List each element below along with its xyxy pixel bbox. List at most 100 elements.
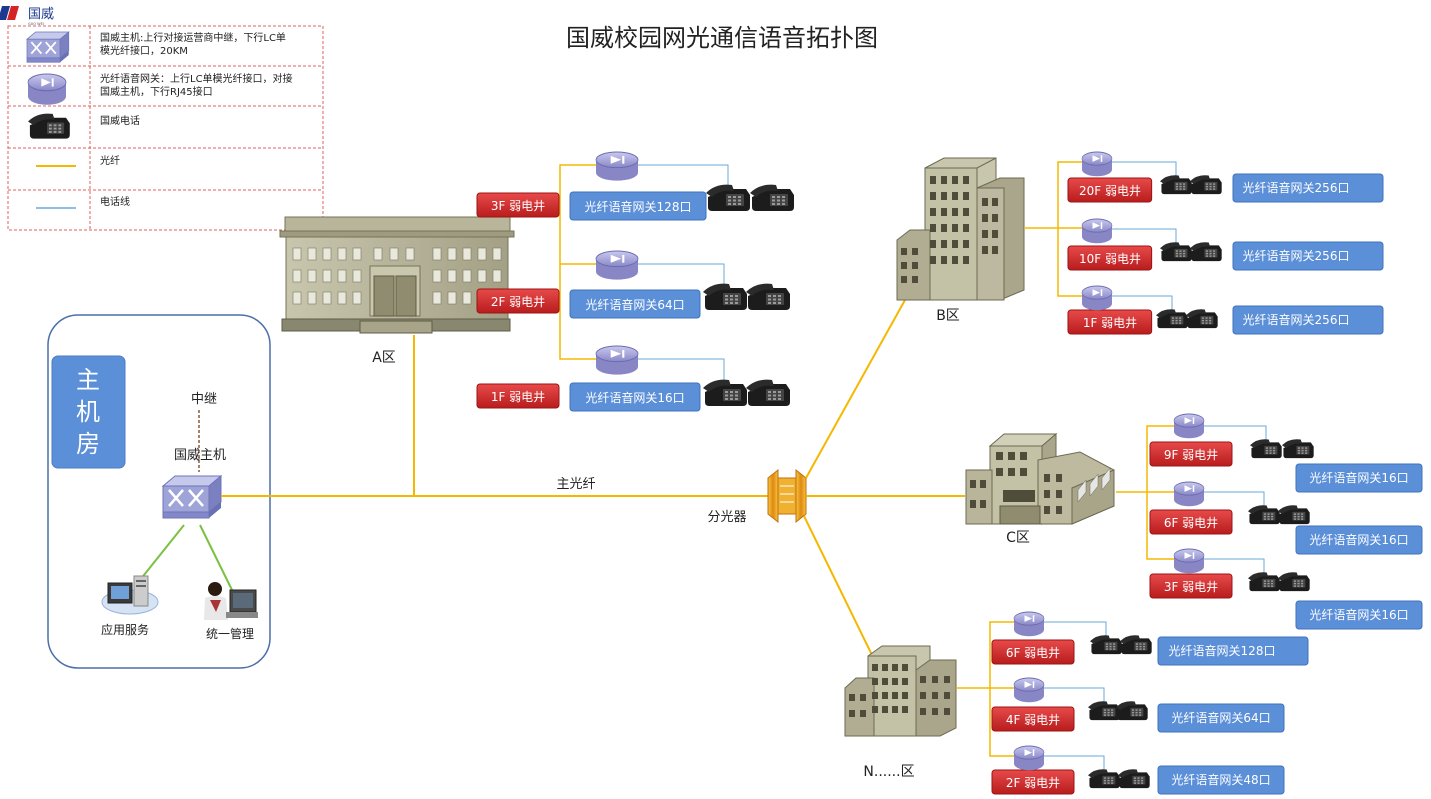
app-service-label: 应用服务 (101, 622, 149, 637)
machine-room: 主 机 房 中继 国威主机 应用服务 统一管理 (47, 314, 271, 669)
fiber-voice-gateway-icon (595, 151, 639, 182)
gateway-label: 光纤语音网关64口 (1171, 710, 1270, 725)
fiber-voice-gateway-icon (595, 345, 639, 376)
logo-brand: 国威 (28, 7, 54, 22)
legend-gateway-text-2: 国威主机，下行RJ45接口 (100, 85, 213, 98)
zone-n-floor-2f: 2F 弱电井 光纤语音网关48口 (991, 745, 1285, 795)
telephone-icon (1116, 701, 1148, 721)
app-service-link (139, 524, 185, 581)
gateway-label: 光纤语音网关256口 (1243, 312, 1350, 327)
fiber-to-zone-b (805, 299, 906, 479)
fiber-voice-gateway-icon (595, 250, 639, 281)
legend-gateway-text-1: 光纤语音网关：上行LC单模光纤接口，对接 (100, 72, 293, 85)
floor-label: 3F 弱电井 (491, 199, 545, 213)
gateway-label: 光纤语音网关64口 (585, 297, 684, 312)
zone-c: C区 9F 弱电井 光纤语音网关16口 6F 弱电井 光纤语音网关16口 (965, 413, 1423, 630)
gateway-label: 光纤语音网关16口 (1309, 607, 1408, 622)
telephone-icon (1160, 175, 1192, 195)
host-switch-icon (26, 31, 70, 64)
gateway-label: 光纤语音网关16口 (1309, 470, 1408, 485)
fiber-voice-gateway-icon (1013, 611, 1045, 637)
mgmt-label: 统一管理 (206, 626, 254, 641)
zone-b-floor-1f: 1F 弱电井 光纤语音网关256口 (1067, 285, 1384, 335)
zone-a: A区 3F 弱电井 光纤语音网关128口 2F 弱电井 光纤语音网关64口 (279, 151, 794, 412)
floor-label: 1F 弱电井 (491, 390, 545, 404)
telephone-icon (1156, 309, 1188, 329)
zone-b-floor-10f: 10F 弱电井 光纤语音网关256口 (1067, 218, 1384, 271)
zone-n-floor-6f: 6F 弱电井 光纤语音网关128口 (991, 611, 1309, 666)
floor-label: 9F 弱电井 (1164, 448, 1218, 462)
gateway-label: 光纤语音网关16口 (585, 390, 684, 405)
logo-mark-icon (0, 6, 10, 20)
mgmt-link (199, 524, 233, 591)
floor-label: 2F 弱电井 (1006, 776, 1060, 790)
fiber-voice-gateway-icon (1013, 677, 1045, 703)
fiber-voice-gateway-icon (1013, 745, 1045, 771)
trunk-label: 中继 (191, 392, 217, 407)
legend-row-phoneline: 电话线 (36, 195, 130, 209)
gateway-box (1295, 525, 1423, 555)
telephone-icon (1250, 439, 1282, 459)
telephone-icon (1118, 769, 1150, 789)
gateway-label: 光纤语音网关128口 (1169, 643, 1276, 658)
zone-a-label: A区 (372, 350, 396, 366)
telephone-icon (1248, 505, 1280, 525)
fiber-voice-gateway-icon (27, 73, 67, 106)
zone-c-floor-3f: 3F 弱电井 光纤语音网关16口 (1149, 548, 1423, 630)
zone-n: N......区 6F 弱电井 光纤语音网关128口 4F 弱电井 光纤语音网关… (844, 611, 1309, 795)
legend-host-text-2: 模光纤接口，20KM (100, 44, 188, 57)
legend-host-text-1: 国威主机:上行对接运营商中继，下行LC单 (100, 31, 286, 44)
legend-row-fiber: 光纤 (36, 154, 120, 167)
zone-c-building-icon (965, 432, 1115, 526)
gateway-box (1157, 703, 1285, 733)
gateway-box (569, 289, 701, 319)
telephone-icon (1190, 242, 1222, 262)
gateway-label: 光纤语音网关128口 (585, 199, 692, 214)
gateway-box (1157, 765, 1285, 795)
legend: 国威主机:上行对接运营商中继，下行LC单 模光纤接口，20KM 光纤语音网关：上… (7, 25, 324, 231)
diagram-title: 国威校园网光通信语音拓扑图 (566, 24, 878, 52)
gateway-label: 光纤语音网关16口 (1309, 532, 1408, 547)
legend-row-phone: 国威电话 (28, 113, 140, 139)
zone-b-floor-20f: 20F 弱电井 光纤语音网关256口 (1067, 151, 1384, 203)
telephone-icon (1160, 242, 1192, 262)
gateway-label: 光纤语音网关256口 (1243, 248, 1350, 263)
gateway-label: 光纤语音网关256口 (1243, 180, 1350, 195)
zone-c-floor-9f: 9F 弱电井 光纤语音网关16口 (1149, 413, 1423, 493)
telephone-icon (746, 283, 790, 310)
floor-label: 20F 弱电井 (1079, 184, 1141, 198)
zone-a-floor-3f: 3F 弱电井 光纤语音网关128口 (476, 151, 794, 221)
telephone-icon (1186, 309, 1218, 329)
zone-a-building-icon (279, 216, 515, 334)
fiber-voice-gateway-icon (1173, 481, 1205, 507)
telephone-icon (746, 379, 790, 406)
gateway-box (1295, 463, 1423, 493)
floor-label: 4F 弱电井 (1006, 713, 1060, 727)
splitter-label: 分光器 (707, 510, 746, 525)
host-switch-icon (161, 474, 223, 520)
telephone-icon (1278, 505, 1310, 525)
telephone-icon (1248, 572, 1280, 592)
gateway-box (1232, 305, 1384, 335)
legend-row-gateway: 光纤语音网关：上行LC单模光纤接口，对接 国威主机，下行RJ45接口 (27, 72, 293, 106)
gateway-box (1157, 636, 1309, 666)
admin-person-icon (204, 582, 258, 620)
telephone-icon (750, 184, 794, 211)
zone-a-floor-1f: 1F 弱电井 光纤语音网关16口 (476, 345, 790, 412)
telephone-icon (1088, 701, 1120, 721)
gateway-box (569, 191, 707, 221)
telephone-icon (1278, 572, 1310, 592)
zone-a-floor-2f: 2F 弱电井 光纤语音网关64口 (476, 250, 790, 319)
zone-n-building-icon (844, 645, 957, 737)
machine-room-char-3: 房 (76, 430, 100, 458)
fiber-voice-gateway-icon (1081, 151, 1113, 177)
fiber-voice-gateway-icon (1173, 548, 1205, 574)
legend-fiber-text: 光纤 (100, 154, 120, 167)
fiber-voice-gateway-icon (1173, 413, 1205, 439)
floor-label: 10F 弱电井 (1079, 252, 1141, 266)
floor-label: 2F 弱电井 (491, 295, 545, 309)
gateway-box (1232, 173, 1384, 203)
telephone-icon (1282, 439, 1314, 459)
main-fiber-label: 主光纤 (556, 477, 595, 492)
